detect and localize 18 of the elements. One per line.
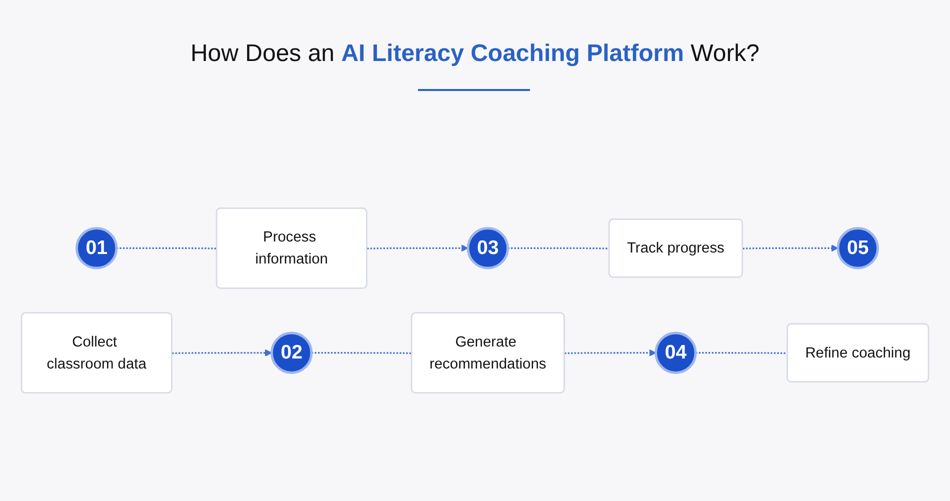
step-card: Generate recommendations <box>410 312 565 394</box>
number-badge: 02 <box>270 332 313 374</box>
arrow <box>564 349 656 356</box>
number-badge: 03 <box>466 227 509 270</box>
arrow <box>367 244 468 252</box>
title: How Does an AI Literacy Coaching Platform Work? <box>189 40 761 68</box>
number-badge: 05 <box>836 227 879 270</box>
connector-line <box>116 247 217 250</box>
number-badge: 01 <box>76 227 118 270</box>
step-card: Process information <box>216 208 368 289</box>
connector-line <box>696 352 788 354</box>
step-card: Collect classroom data <box>20 312 172 394</box>
number-badge: 04 <box>654 332 697 374</box>
arrow <box>742 244 838 252</box>
connector-line <box>311 352 412 354</box>
step-card: Refine coaching <box>786 323 930 382</box>
step-card: Track progress <box>608 218 743 278</box>
arrow <box>172 349 272 356</box>
